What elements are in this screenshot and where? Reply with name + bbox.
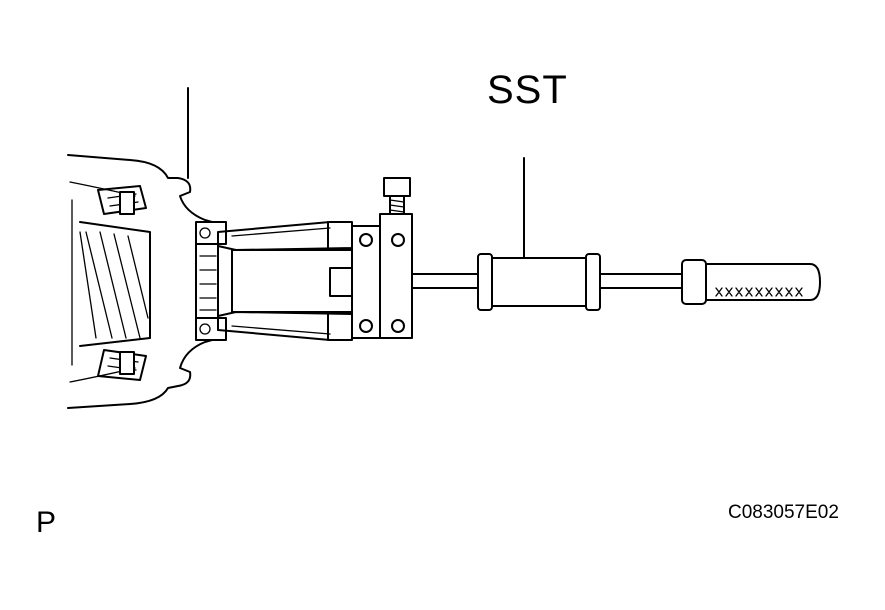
side-bearing-seal <box>195 221 227 341</box>
ring-gear <box>79 221 151 347</box>
adjusting-bolt <box>383 177 411 215</box>
figure-code: C083057E02 <box>728 502 839 523</box>
bearing-lower <box>97 349 147 381</box>
puller-body <box>231 249 355 313</box>
sst-label: SST <box>487 68 568 112</box>
bearing-upper <box>97 185 147 215</box>
slide-hammer-shaft <box>411 273 685 289</box>
view-label: P <box>36 506 57 539</box>
slide-weight <box>477 253 601 311</box>
cross-plate <box>351 213 413 339</box>
handle-grip <box>681 259 821 305</box>
differential-housing <box>67 154 213 409</box>
